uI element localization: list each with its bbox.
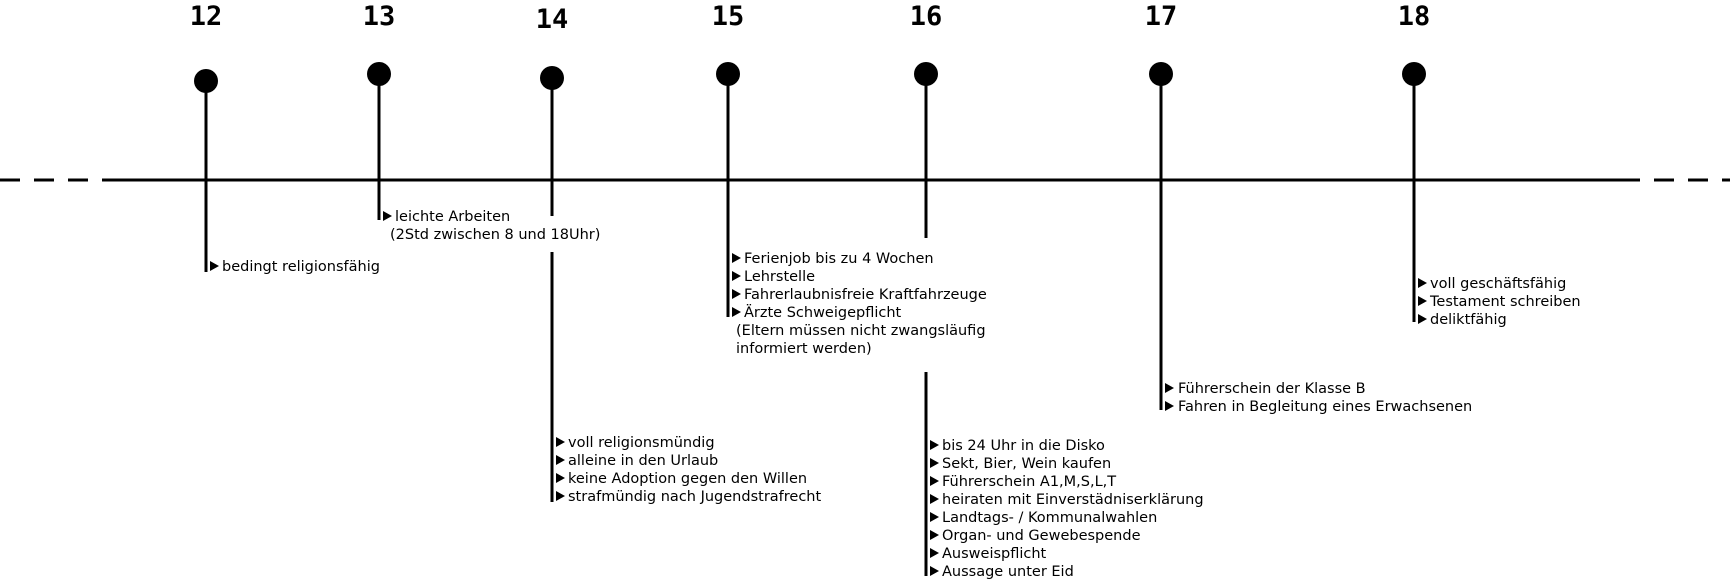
bullet-icon bbox=[930, 566, 939, 576]
bullet-icon bbox=[732, 289, 741, 299]
age-label: 14 bbox=[536, 4, 569, 35]
bullet-icon bbox=[556, 455, 565, 465]
bullet-icon bbox=[556, 491, 565, 501]
marker-item: Ausweispflicht bbox=[942, 546, 1047, 562]
bullet-icon bbox=[732, 271, 741, 281]
marker-age-14: 14 voll religionsmündig alleine in den U… bbox=[536, 4, 822, 505]
age-label: 16 bbox=[910, 1, 943, 32]
marker-age-18: 18 voll geschäftsfähig Testament schreib… bbox=[1398, 1, 1581, 328]
marker-item: Aussage unter Eid bbox=[942, 564, 1074, 580]
marker-item: Fahrerlaubnisfreie Kraftfahrzeuge bbox=[744, 287, 987, 303]
bullet-icon bbox=[1418, 314, 1427, 324]
bullet-icon bbox=[930, 458, 939, 468]
marker-item: Sekt, Bier, Wein kaufen bbox=[942, 456, 1111, 472]
bullet-icon bbox=[930, 548, 939, 558]
age-label: 12 bbox=[190, 1, 223, 32]
marker-item: bis 24 Uhr in die Disko bbox=[942, 438, 1105, 454]
marker-item: strafmündig nach Jugendstrafrecht bbox=[568, 489, 821, 505]
marker-item: alleine in den Urlaub bbox=[568, 453, 718, 469]
bullet-icon bbox=[556, 473, 565, 483]
bullet-icon bbox=[1165, 383, 1174, 393]
age-label: 17 bbox=[1145, 1, 1178, 32]
marker-item: Ärzte Schweigepflicht bbox=[744, 303, 902, 321]
marker-item: Testament schreiben bbox=[1429, 294, 1581, 310]
marker-note: informiert werden) bbox=[736, 341, 872, 357]
bullet-icon bbox=[930, 512, 939, 522]
marker-item: Führerschein A1,M,S,L,T bbox=[942, 474, 1116, 490]
marker-age-12: 12 bedingt religionsfähig bbox=[190, 1, 380, 275]
bullet-icon bbox=[1418, 296, 1427, 306]
bullet-icon bbox=[732, 307, 741, 317]
bullet-icon bbox=[732, 253, 741, 263]
marker-note: (2Std zwischen 8 und 18Uhr) bbox=[390, 227, 600, 243]
marker-item: Lehrstelle bbox=[744, 269, 815, 285]
bullet-icon bbox=[930, 440, 939, 450]
marker-item: Fahren in Begleitung eines Erwachsenen bbox=[1178, 399, 1472, 415]
marker-item: heiraten mit Einverstädniserklärung bbox=[942, 492, 1204, 508]
age-label: 18 bbox=[1398, 1, 1431, 32]
bullet-icon bbox=[930, 476, 939, 486]
marker-age-16: 16 bis 24 Uhr in die Disko Sekt, Bier, W… bbox=[910, 1, 1204, 580]
marker-item: keine Adoption gegen den Willen bbox=[568, 471, 807, 487]
marker-age-13: 13 leichte Arbeiten (2Std zwischen 8 und… bbox=[363, 1, 601, 243]
marker-item: bedingt religionsfähig bbox=[222, 259, 380, 275]
marker-item: voll religionsmündig bbox=[568, 435, 715, 451]
age-label: 15 bbox=[712, 1, 745, 32]
marker-age-15: 15 Ferienjob bis zu 4 Wochen Lehrstelle … bbox=[712, 1, 987, 357]
age-label: 13 bbox=[363, 1, 396, 32]
marker-note: (Eltern müssen nicht zwangsläufig bbox=[736, 323, 986, 339]
bullet-icon bbox=[1418, 278, 1427, 288]
bullet-icon bbox=[1165, 401, 1174, 411]
marker-item: leichte Arbeiten bbox=[395, 209, 510, 225]
marker-item: deliktfähig bbox=[1430, 312, 1507, 328]
bullet-icon bbox=[556, 437, 565, 447]
bullet-icon bbox=[930, 530, 939, 540]
marker-item: Landtags- / Kommunalwahlen bbox=[942, 510, 1157, 526]
marker-item: Führerschein der Klasse B bbox=[1178, 381, 1366, 397]
marker-item: voll geschäftsfähig bbox=[1430, 276, 1566, 292]
marker-item: Organ- und Gewebespende bbox=[942, 528, 1141, 544]
bullet-icon bbox=[210, 261, 219, 271]
marker-age-17: 17 Führerschein der Klasse B Fahren in B… bbox=[1145, 1, 1472, 415]
bullet-icon bbox=[930, 494, 939, 504]
marker-item: Ferienjob bis zu 4 Wochen bbox=[744, 251, 934, 267]
bullet-icon bbox=[383, 211, 392, 221]
